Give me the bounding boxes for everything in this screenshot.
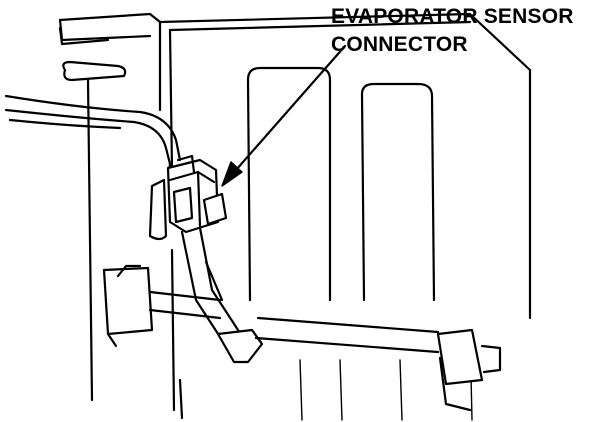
wire-harness <box>4 94 182 192</box>
callout-label-line1: EVAPORATOR SENSOR <box>331 5 574 28</box>
sensor-probe <box>216 328 264 364</box>
evaporator-sensor-connector <box>166 154 228 234</box>
mounting-bracket <box>58 26 127 402</box>
callout-label-line2: CONNECTOR <box>331 33 468 56</box>
callout-leader <box>221 44 347 187</box>
evaporator-fins-panel <box>246 66 436 302</box>
horizontal-rail <box>102 264 502 412</box>
connector-clip <box>148 178 168 241</box>
